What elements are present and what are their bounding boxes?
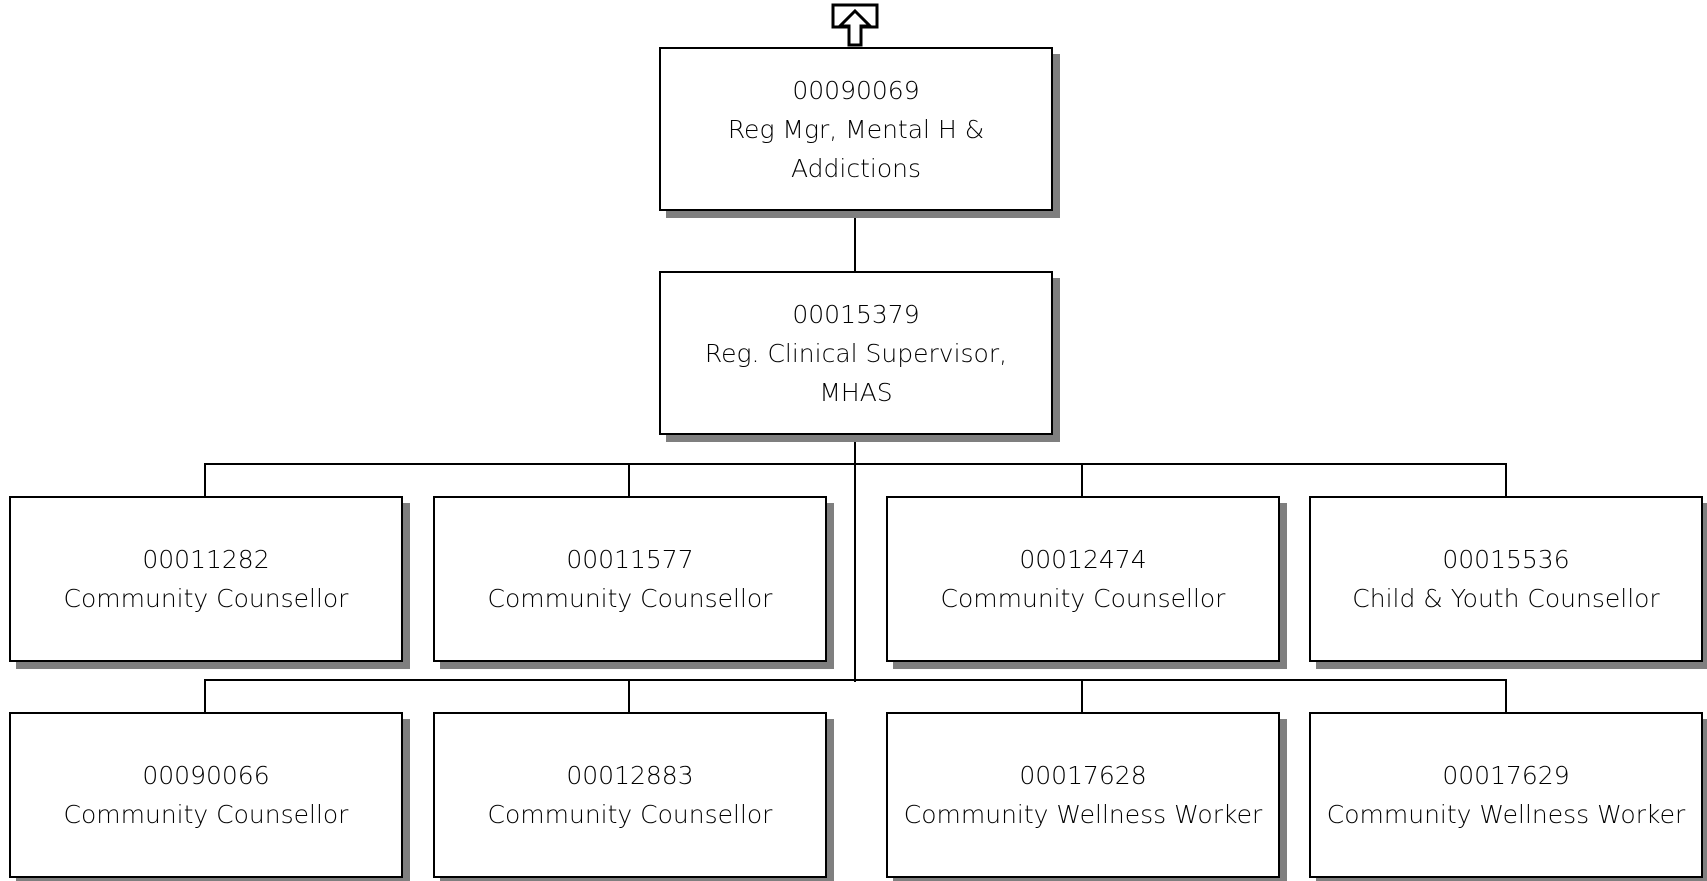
position-box[interactable]: 00017629 Community Wellness Worker xyxy=(1309,712,1703,878)
position-box-supervisor[interactable]: 00015379 Reg. Clinical Supervisor, MHAS xyxy=(659,271,1053,435)
position-title: MHAS xyxy=(819,377,893,407)
position-title: Reg Mgr, Mental H & xyxy=(727,114,985,144)
connector-drop xyxy=(204,679,206,713)
position-id: 00017629 xyxy=(1442,761,1570,790)
connector-top-to-supervisor xyxy=(854,210,856,272)
position-box-top[interactable]: 00090069 Reg Mgr, Mental H & Addictions xyxy=(659,47,1053,211)
position-box[interactable]: 00011577 Community Counsellor xyxy=(433,496,827,662)
position-title: Community Wellness Worker xyxy=(903,800,1263,829)
up-arrow-icon[interactable] xyxy=(830,2,880,48)
position-box[interactable]: 00015536 Child & Youth Counsellor xyxy=(1309,496,1703,662)
position-id: 00015379 xyxy=(792,299,920,329)
position-box[interactable]: 00090066 Community Counsellor xyxy=(9,712,403,878)
position-id: 00012883 xyxy=(566,761,694,790)
position-title: Community Counsellor xyxy=(63,800,349,829)
position-title: Child & Youth Counsellor xyxy=(1352,584,1660,613)
position-title: Reg. Clinical Supervisor, xyxy=(704,338,1008,368)
connector-drop xyxy=(1505,463,1507,497)
connector-trunk xyxy=(854,434,856,682)
connector-drop xyxy=(1505,679,1507,713)
position-id: 00011282 xyxy=(142,545,270,574)
connector-row1-bar xyxy=(204,463,1507,465)
position-title: Community Counsellor xyxy=(63,584,349,613)
connector-drop xyxy=(628,679,630,713)
position-title: Community Wellness Worker xyxy=(1326,800,1686,829)
connector-drop xyxy=(204,463,206,497)
position-id: 00011577 xyxy=(566,545,694,574)
position-title: Community Counsellor xyxy=(940,584,1226,613)
position-id: 00090066 xyxy=(142,761,270,790)
position-id: 00015536 xyxy=(1442,545,1570,574)
position-id: 00090069 xyxy=(792,75,920,105)
position-id: 00012474 xyxy=(1019,545,1147,574)
position-box[interactable]: 00011282 Community Counsellor xyxy=(9,496,403,662)
position-id: 00017628 xyxy=(1019,761,1147,790)
position-title: Addictions xyxy=(790,153,921,183)
position-box[interactable]: 00012883 Community Counsellor xyxy=(433,712,827,878)
connector-drop xyxy=(1081,679,1083,713)
connector-row2-bar xyxy=(204,679,1507,681)
connector-drop xyxy=(1081,463,1083,497)
position-box[interactable]: 00012474 Community Counsellor xyxy=(886,496,1280,662)
position-title: Community Counsellor xyxy=(487,800,773,829)
position-title: Community Counsellor xyxy=(487,584,773,613)
position-box[interactable]: 00017628 Community Wellness Worker xyxy=(886,712,1280,878)
connector-drop xyxy=(628,463,630,497)
